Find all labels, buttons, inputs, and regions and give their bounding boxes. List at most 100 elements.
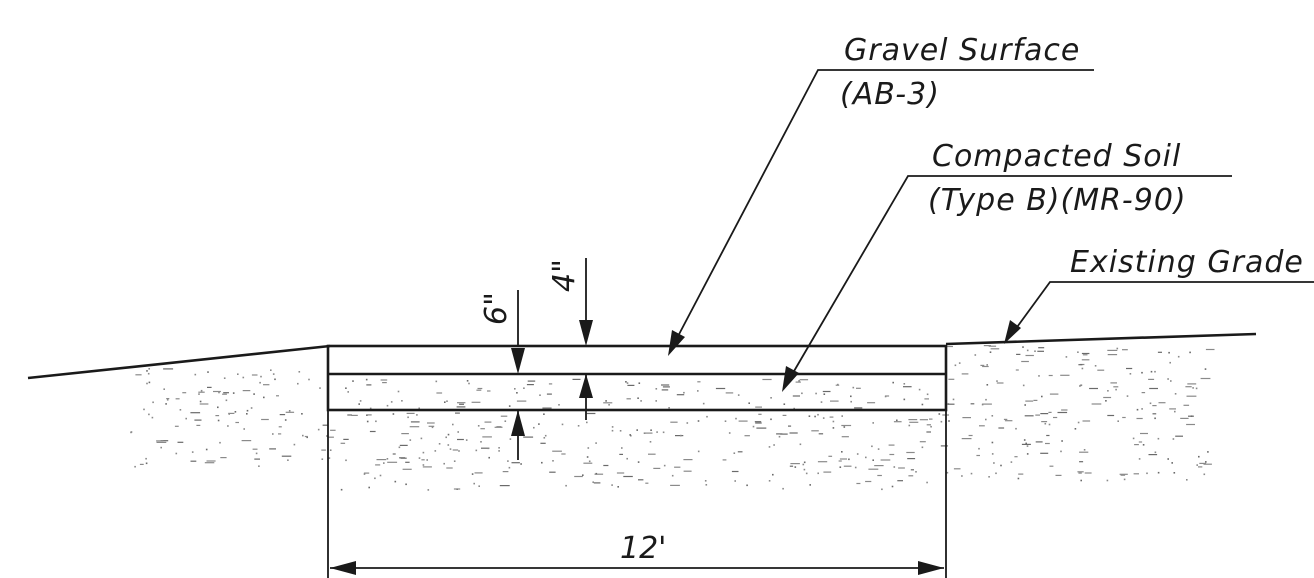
- stipple-speck: [400, 457, 407, 459]
- stipple-speck: [146, 370, 148, 372]
- stipple-speck: [986, 384, 989, 386]
- stipple-speck: [145, 462, 148, 465]
- stipple-speck: [514, 388, 516, 390]
- stipple-speck: [930, 425, 932, 428]
- stipple-speck: [278, 433, 282, 435]
- stipple-speck: [1138, 441, 1143, 443]
- soil-depth-arrow-down: [511, 348, 525, 374]
- stipple-speck: [1186, 423, 1195, 426]
- stipple-speck: [803, 461, 806, 464]
- stipple-speck: [148, 381, 151, 384]
- stipple-speck: [243, 428, 245, 430]
- stipple-speck: [196, 424, 201, 426]
- stipple-speck: [552, 460, 554, 462]
- stipple-speck: [789, 465, 794, 467]
- stipple-speck: [345, 459, 347, 462]
- stipple-speck: [1152, 405, 1157, 407]
- stipple-speck: [1038, 375, 1040, 377]
- stipple-speck: [1105, 400, 1107, 402]
- stipple-speck: [897, 480, 903, 482]
- stipple-speck: [755, 406, 762, 408]
- stipple-speck: [418, 457, 421, 459]
- stipple-speck: [909, 421, 919, 423]
- stipple-speck: [366, 384, 372, 386]
- stipple-speck: [293, 443, 296, 446]
- stipple-speck: [733, 452, 736, 454]
- stipple-speck: [143, 408, 145, 411]
- stipple-speck: [488, 456, 490, 459]
- stipple-speck: [1122, 416, 1126, 419]
- soil-depth-arrow-up: [511, 410, 525, 436]
- stipple-speck: [637, 397, 639, 399]
- stipple-speck: [752, 425, 755, 428]
- stipple-speck: [237, 373, 239, 375]
- stipple-speck: [533, 426, 535, 429]
- stipple-speck: [422, 451, 425, 454]
- stipple-speck: [617, 486, 619, 488]
- stipple-speck: [351, 414, 358, 416]
- stipple-speck: [1055, 474, 1062, 476]
- stipple-speck: [365, 378, 368, 381]
- stipple-speck: [996, 382, 1004, 384]
- stipple-speck: [616, 472, 625, 474]
- stipple-speck: [1048, 411, 1052, 413]
- stipple-speck: [1082, 420, 1091, 422]
- stipple-speck: [1177, 355, 1180, 358]
- stipple-speck: [235, 421, 239, 424]
- stipple-speck: [582, 474, 584, 476]
- stipple-speck: [839, 458, 847, 460]
- stipple-speck: [287, 459, 289, 461]
- stipple-speck: [156, 440, 164, 442]
- stipple-speck: [868, 468, 879, 470]
- stipple-speck: [345, 387, 347, 389]
- stipple-speck: [390, 401, 393, 403]
- stipple-speck: [822, 417, 825, 419]
- stipple-speck: [746, 484, 748, 487]
- stipple-speck: [818, 433, 824, 435]
- stipple-speck: [1017, 477, 1020, 480]
- stipple-speck: [1010, 461, 1013, 463]
- stipple-speck: [1034, 350, 1036, 352]
- stipple-speck: [961, 438, 972, 440]
- stipple-speck: [473, 482, 475, 485]
- stipple-speck: [288, 410, 291, 412]
- stipple-speck: [258, 465, 260, 467]
- stipple-speck: [1003, 418, 1008, 420]
- stipple-speck: [487, 447, 490, 450]
- stipple-speck: [865, 456, 867, 459]
- stipple-speck: [297, 382, 299, 385]
- stipple-speck: [1126, 395, 1129, 397]
- stipple-speck: [643, 432, 646, 434]
- stipple-speck: [1046, 434, 1050, 437]
- stipple-speck: [261, 418, 269, 421]
- stipple-speck: [903, 398, 906, 401]
- stipple-speck: [820, 401, 823, 403]
- stipple-speck: [983, 345, 991, 347]
- stipple-speck: [843, 465, 852, 467]
- stipple-speck: [508, 466, 511, 469]
- stipple-speck: [156, 441, 167, 443]
- stipple-speck: [947, 403, 955, 405]
- stipple-speck: [1168, 351, 1170, 354]
- stipple-speck: [738, 420, 748, 422]
- stipple-speck: [848, 458, 850, 461]
- stipple-speck: [674, 466, 681, 468]
- stipple-speck: [498, 447, 500, 449]
- stipple-speck: [561, 453, 566, 455]
- stipple-speck: [427, 422, 435, 424]
- stipple-speck: [198, 393, 200, 395]
- stipple-speck: [817, 472, 819, 475]
- stipple-speck: [829, 416, 834, 418]
- stipple-speck: [523, 436, 534, 438]
- stipple-speck: [737, 394, 740, 396]
- stipple-speck: [697, 381, 701, 383]
- stipple-speck: [1074, 428, 1077, 430]
- stipple-speck: [319, 387, 321, 389]
- stipple-speck: [1187, 383, 1197, 385]
- stipple-speck: [374, 477, 376, 480]
- stipple-speck: [1149, 402, 1152, 405]
- stipple-speck: [228, 413, 230, 415]
- stipple-speck: [586, 412, 596, 415]
- stipple-speck: [190, 460, 197, 462]
- stipple-speck: [877, 448, 880, 450]
